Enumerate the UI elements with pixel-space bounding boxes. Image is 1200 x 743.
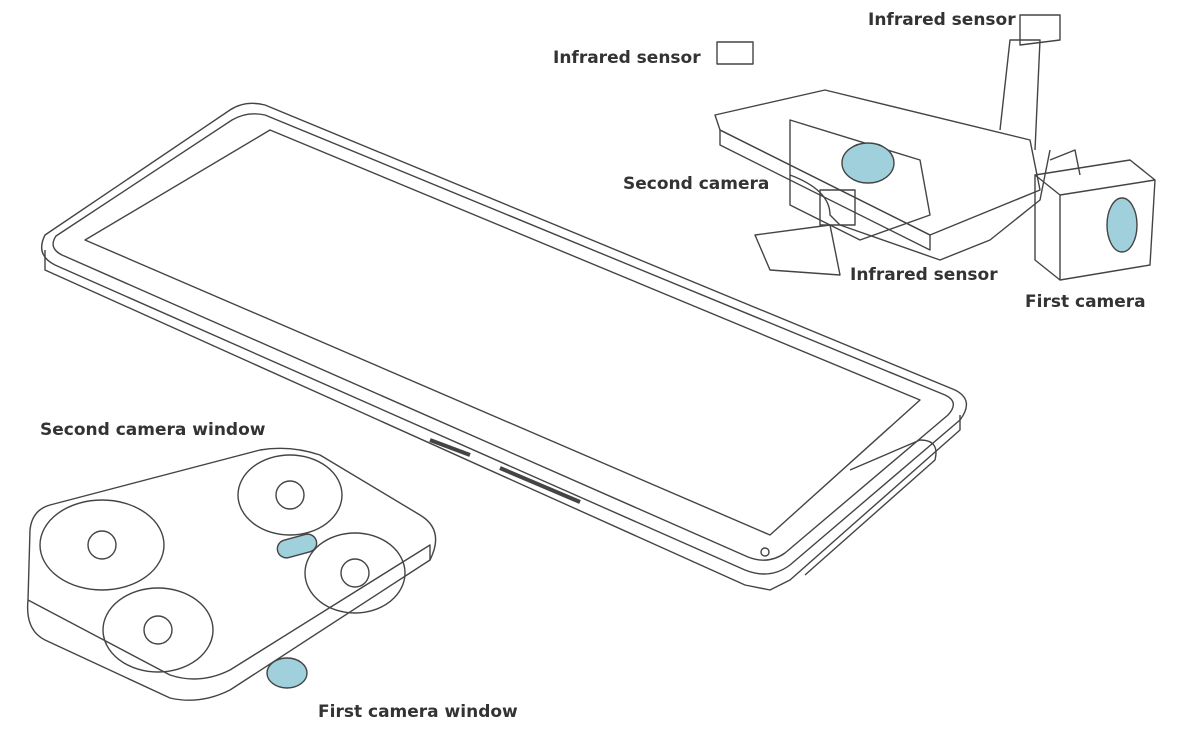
- label-infrared-sensor-top: Infrared sensor: [868, 10, 1016, 30]
- drone: [26, 447, 437, 701]
- camera-module: [714, 14, 1156, 281]
- label-second-camera-window: Second camera window: [40, 420, 266, 440]
- second-camera-window: [276, 533, 318, 559]
- label-first-camera-window: First camera window: [318, 702, 518, 722]
- label-infrared-sensor-left: Infrared sensor: [553, 48, 701, 68]
- second-camera-lens: [841, 142, 895, 184]
- label-second-camera: Second camera: [623, 174, 770, 194]
- label-infrared-sensor-bottom: Infrared sensor: [850, 265, 998, 285]
- smartphone: [41, 102, 968, 591]
- first-camera-lens: [1106, 197, 1138, 253]
- first-camera-window: [266, 657, 308, 689]
- label-first-camera: First camera: [1025, 292, 1146, 312]
